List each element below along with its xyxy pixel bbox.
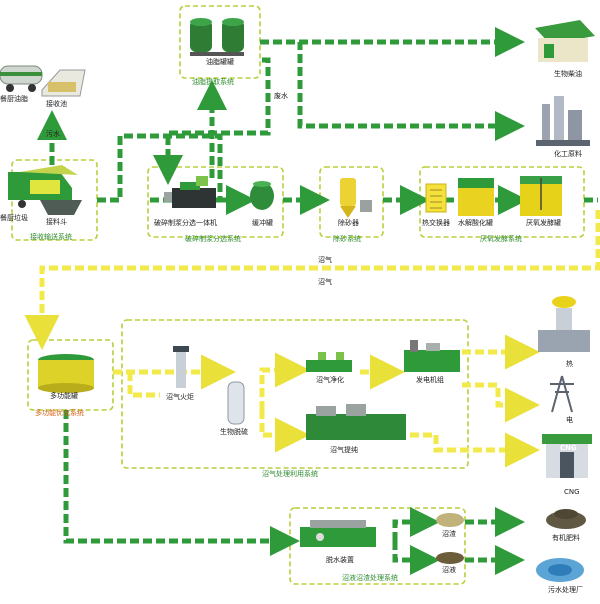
oil-tanks-icon bbox=[190, 18, 244, 56]
fertilizer-icon bbox=[546, 509, 586, 529]
biogas-system-label: 沼气处理利用系统 bbox=[262, 470, 318, 478]
cng-sign-label: CNG bbox=[560, 444, 577, 452]
dewater-label: 脱水装置 bbox=[326, 556, 354, 564]
fermenter-icon bbox=[520, 176, 562, 216]
wwtp-icon bbox=[536, 558, 584, 582]
pipe-biogas-main bbox=[24, 210, 600, 350]
pipe-oil-to-chemical bbox=[260, 39, 525, 141]
pipe-biogas-down bbox=[259, 410, 310, 453]
pipe-biogas-up bbox=[259, 352, 310, 410]
generator-icon bbox=[404, 340, 460, 372]
desulfur-label: 生物脱硫 bbox=[220, 428, 248, 436]
oil-tanks-label: 油脂罐罐 bbox=[206, 58, 234, 66]
cng-label: CNG bbox=[564, 488, 580, 496]
power-tower-icon bbox=[550, 375, 574, 413]
receive-pool-label: 接收池 bbox=[46, 100, 67, 108]
heat-exchanger-icon bbox=[425, 183, 447, 213]
oil-truck-label: 餐厨油脂 bbox=[0, 95, 28, 103]
multi-system-box bbox=[27, 339, 114, 411]
multi-system-label: 多功能优化系统 bbox=[35, 409, 84, 417]
torch-icon bbox=[173, 346, 189, 388]
dewater-icon bbox=[300, 520, 376, 547]
digestate-system-label: 沼液沼渣处理系统 bbox=[342, 574, 398, 582]
sand-remover-icon bbox=[340, 178, 372, 218]
chemical-plant-icon bbox=[536, 96, 590, 146]
receive-system-label: 接收输送系统 bbox=[30, 233, 72, 241]
pipe-generator-to-power bbox=[462, 382, 540, 423]
pulper-label: 破碎制浆分选一体机 bbox=[154, 219, 217, 227]
pipe-oil-to-pulper bbox=[153, 57, 271, 185]
heat-plant-icon bbox=[538, 296, 590, 352]
hydrolysis-tank-label: 水解酸化罐 bbox=[458, 219, 493, 227]
hopper-icon bbox=[40, 200, 82, 215]
pulper-icon bbox=[164, 176, 216, 208]
hopper-label: 接料斗 bbox=[46, 218, 67, 226]
slag-icon bbox=[436, 513, 464, 527]
deoil-system-label: 油脂提取系统 bbox=[192, 78, 234, 86]
liquid-icon bbox=[436, 552, 464, 564]
pipe-dewater-to-liquid bbox=[392, 541, 440, 575]
biogas-flow-label-secondary: 沼气 bbox=[318, 278, 332, 286]
desulfur-icon bbox=[227, 381, 245, 425]
pipe-dewater-to-slag bbox=[392, 507, 440, 541]
upgrading-label: 沼气提纯 bbox=[330, 446, 358, 454]
pipe-upgrade-to-cng bbox=[410, 432, 540, 468]
biodiesel-station-icon bbox=[535, 20, 595, 62]
receive-pool-icon bbox=[41, 69, 86, 97]
water-flow-label: 废水 bbox=[274, 92, 288, 100]
purify-icon bbox=[306, 352, 352, 372]
chemical-label: 化工原料 bbox=[554, 150, 582, 158]
heat-exchanger-label: 热交换器 bbox=[422, 219, 450, 227]
biogas-flow-label-main: 沼气 bbox=[318, 256, 332, 264]
torch-label: 沼气火炬 bbox=[166, 393, 194, 401]
biodiesel-label: 生物柴油 bbox=[554, 70, 582, 78]
heat-label: 热 bbox=[566, 360, 573, 368]
sand-remover-label: 除砂器 bbox=[338, 219, 359, 227]
liquid-label: 沼液 bbox=[442, 566, 456, 574]
fermenter-label: 厌氧发酵罐 bbox=[526, 219, 561, 227]
pipe-desulfur-branch bbox=[127, 372, 160, 398]
purify-label: 沼气净化 bbox=[316, 376, 344, 384]
pipe-multi-to-digestate bbox=[63, 410, 300, 556]
upgrading-icon bbox=[306, 404, 406, 440]
anaerobic-system-label: 厌氧发酵系统 bbox=[480, 235, 522, 243]
cng-station-icon bbox=[542, 434, 592, 478]
slag-label: 沼渣 bbox=[442, 530, 456, 538]
wwtp-label: 污水处理厂 bbox=[548, 586, 583, 594]
sewage-flow-label: 污水 bbox=[46, 130, 60, 138]
biogas-system-box bbox=[121, 319, 469, 469]
generator-label: 发电机组 bbox=[416, 376, 444, 384]
sand-system-label: 除砂系统 bbox=[333, 235, 361, 243]
hydrolysis-tank-icon bbox=[458, 178, 494, 216]
oil-truck-icon bbox=[0, 65, 43, 92]
waste-truck-label: 餐厨垃圾 bbox=[0, 214, 28, 222]
fertilizer-label: 有机肥料 bbox=[552, 534, 580, 542]
pulp-system-label: 破碎制浆分选系统 bbox=[185, 235, 241, 243]
buffer-tank-icon bbox=[250, 181, 274, 210]
buffer-tank-label: 缓冲罐 bbox=[252, 219, 273, 227]
multi-tank-icon bbox=[38, 354, 94, 393]
multi-tank-label: 多功能罐 bbox=[50, 392, 78, 400]
power-label: 电 bbox=[566, 416, 573, 424]
